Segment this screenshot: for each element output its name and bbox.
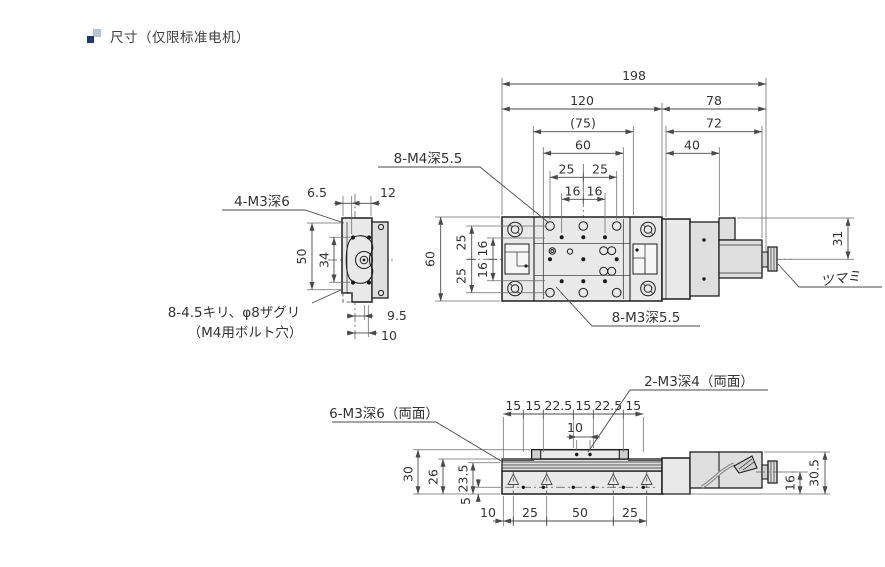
dim-row-top-5: 15: [625, 398, 641, 413]
dim-row-bottom-3: 25: [622, 505, 638, 520]
bottom-leaders: [332, 389, 768, 462]
dim-height-inner: 34: [317, 252, 332, 268]
dim-motor-height: 30.5: [807, 459, 822, 487]
left-block-mechanism: [504, 243, 530, 275]
section-bullet-icon: [86, 28, 102, 44]
motor-assembly-top: [661, 217, 778, 300]
dim-overall: 198: [622, 68, 646, 83]
plan-leaders: [378, 166, 882, 327]
label-counterbore-1: 8-4.5キリ、φ8ザグリ: [168, 305, 301, 321]
dim-row-bottom-2: 50: [572, 505, 588, 520]
dim-motor: 78: [706, 93, 722, 108]
label-knob: ツマミ: [819, 268, 862, 290]
dim-hole-offset: 5: [458, 497, 473, 505]
label-tap-bottom-plan: 8-M3深5.5: [612, 310, 681, 326]
label-tap-top-side: 4-M3深6: [234, 194, 290, 210]
dim-vpitch16-a: 16: [475, 241, 490, 257]
dim-row-top-4: 22.5: [594, 398, 622, 413]
dim-motor-len: 72: [706, 116, 722, 131]
dim-row-top-1: 15: [525, 398, 541, 413]
dim-height-total: 30: [401, 466, 416, 482]
dim-pitch25-a: 25: [559, 162, 575, 177]
dim-row-top-0: 15: [505, 398, 521, 413]
dim-foot-upper: 9.5: [387, 308, 407, 323]
label-tap-table: 2-M3深4（両面）: [644, 374, 754, 390]
label-counterbore-2: （M4用ボルト穴）: [188, 325, 303, 341]
side-screw-dots: [350, 223, 385, 297]
dim-table: (75): [570, 116, 596, 131]
plan-dimension-lines: [438, 81, 851, 302]
dim-height-base: 26: [426, 469, 441, 485]
dim-offset: 6.5: [307, 185, 327, 200]
side-dimension-lines: [309, 200, 380, 336]
label-tap-top-plan: 8-M4深5.5: [394, 151, 463, 167]
dim-table-holes: 10: [567, 420, 583, 435]
dim-plate: 60: [575, 138, 591, 153]
dim-height-outer: 50: [294, 249, 309, 265]
dim-knob-center: 16: [783, 475, 798, 491]
side-leaders: [222, 209, 345, 304]
bottom-extension-lines: [413, 417, 830, 526]
dim-stage: 120: [570, 93, 594, 108]
motor-assembly-side: [661, 451, 795, 495]
dim-flange: 12: [380, 185, 396, 200]
dim-vpitch25-b: 25: [454, 268, 469, 284]
table-holes: [545, 221, 622, 298]
dim-knob-height: 31: [830, 231, 845, 247]
section-header: 尺寸（仅限标准电机）: [86, 26, 250, 46]
bottom-hole-marks: [505, 471, 658, 494]
section-title: 尺寸（仅限标准电机）: [110, 30, 250, 46]
dim-vpitch16-b: 16: [475, 262, 490, 278]
right-block-mechanism: [632, 243, 658, 275]
dim-height: 60: [423, 251, 438, 267]
dim-pitch16-b: 16: [587, 184, 603, 199]
dim-bracket: 40: [684, 138, 700, 153]
dim-vpitch25-a: 25: [454, 235, 469, 251]
dim-height-rail: 23.5: [456, 465, 471, 493]
dim-foot-lower: 10: [381, 328, 397, 343]
dim-row-top-3: 15: [575, 398, 591, 413]
dim-row-bottom-0: 10: [480, 505, 496, 520]
dim-pitch16-a: 16: [565, 184, 581, 199]
plan-view: 198 120 78 (75) 72 60 40 25 25 16 16 60 …: [378, 68, 882, 327]
dim-row-bottom-1: 25: [522, 505, 538, 520]
side-view: 6.5 12 50 34 9.5 10 4-M3深6 8-4.5キリ、φ8ザグリ…: [168, 185, 407, 343]
bottom-view: 15 15 22.5 15 22.5 15 10 30 26 23.5 5 10…: [329, 374, 830, 526]
dim-pitch25-b: 25: [592, 162, 608, 177]
label-tap-side: 6-M3深6（両面）: [329, 406, 439, 422]
dim-row-top-2: 22.5: [544, 398, 572, 413]
